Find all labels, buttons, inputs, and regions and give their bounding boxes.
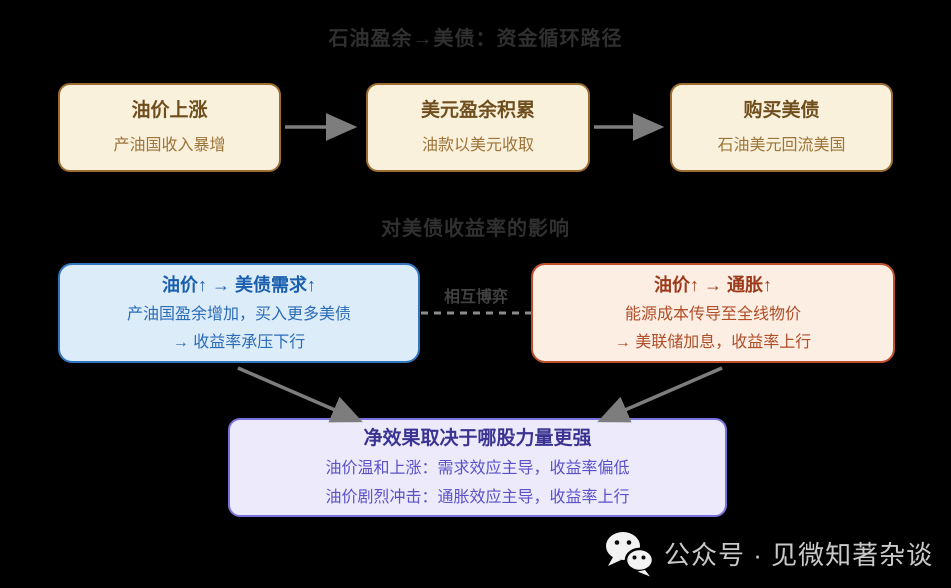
flow-step-title: 油价上涨 xyxy=(131,100,208,121)
wechat-icon xyxy=(606,532,654,577)
flow-step-dollar-surplus: 美元盈余积累 油款以美元收取 xyxy=(366,83,590,172)
inflation-box-line1: 能源成本传导至全线物价 xyxy=(624,306,801,323)
conclusion-box: 净效果取决于哪股力量更强 油价温和上涨：需求效应主导，收益率偏低 油价剧烈冲击：… xyxy=(228,418,727,517)
inflation-box-title: 油价↑ → 通胀↑ xyxy=(653,275,772,295)
conclusion-line1: 油价温和上涨：需求效应主导，收益率偏低 xyxy=(325,459,630,477)
flow-step-title: 购买美债 xyxy=(743,100,820,121)
demand-effect-box: 油价↑ → 美债需求↑ 产油国盈余增加，买入更多美债 → 收益率承压下行 xyxy=(58,263,420,363)
demand-box-line1: 产油国盈余增加，买入更多美债 xyxy=(126,306,351,323)
footer-watermark-text: 公众号 · 见微知著杂谈 xyxy=(664,540,934,570)
inflation-box-line2: → 美联储加息，收益率上行 xyxy=(614,334,812,351)
demand-box-title: 油价↑ → 美债需求↑ xyxy=(161,275,316,295)
flow-step-buy-treasuries: 购买美债 石油美元回流美国 xyxy=(670,83,893,172)
flow-step-oil-price-rise: 油价上涨 产油国收入暴增 xyxy=(58,83,281,172)
inflation-effect-box: 油价↑ → 通胀↑ 能源成本传导至全线物价 → 美联储加息，收益率上行 xyxy=(531,263,895,363)
demand-box-line2: → 收益率承压下行 xyxy=(172,334,306,351)
conclusion-line2: 油价剧烈冲击：通胀效应主导，收益率上行 xyxy=(325,488,630,506)
versus-label: 相互博弈 xyxy=(443,289,508,306)
impact-section-heading: 对美债收益率的影响 xyxy=(381,218,570,240)
demand-to-conclusion-arrow xyxy=(237,366,363,423)
inflation-to-conclusion-arrow xyxy=(597,366,723,423)
conclusion-title: 净效果取决于哪股力量更强 xyxy=(363,427,592,449)
flow-step-subtitle: 油款以美元收取 xyxy=(421,137,534,154)
flow-step-subtitle: 产油国收入暴增 xyxy=(113,137,226,154)
footer-watermark: 公众号 · 见微知著杂谈 xyxy=(604,530,933,577)
diagram-title: 石油盈余→美债：资金循环路径 xyxy=(328,28,623,50)
flow-step-title: 美元盈余积累 xyxy=(420,100,535,121)
flow-step-subtitle: 石油美元回流美国 xyxy=(717,137,846,154)
